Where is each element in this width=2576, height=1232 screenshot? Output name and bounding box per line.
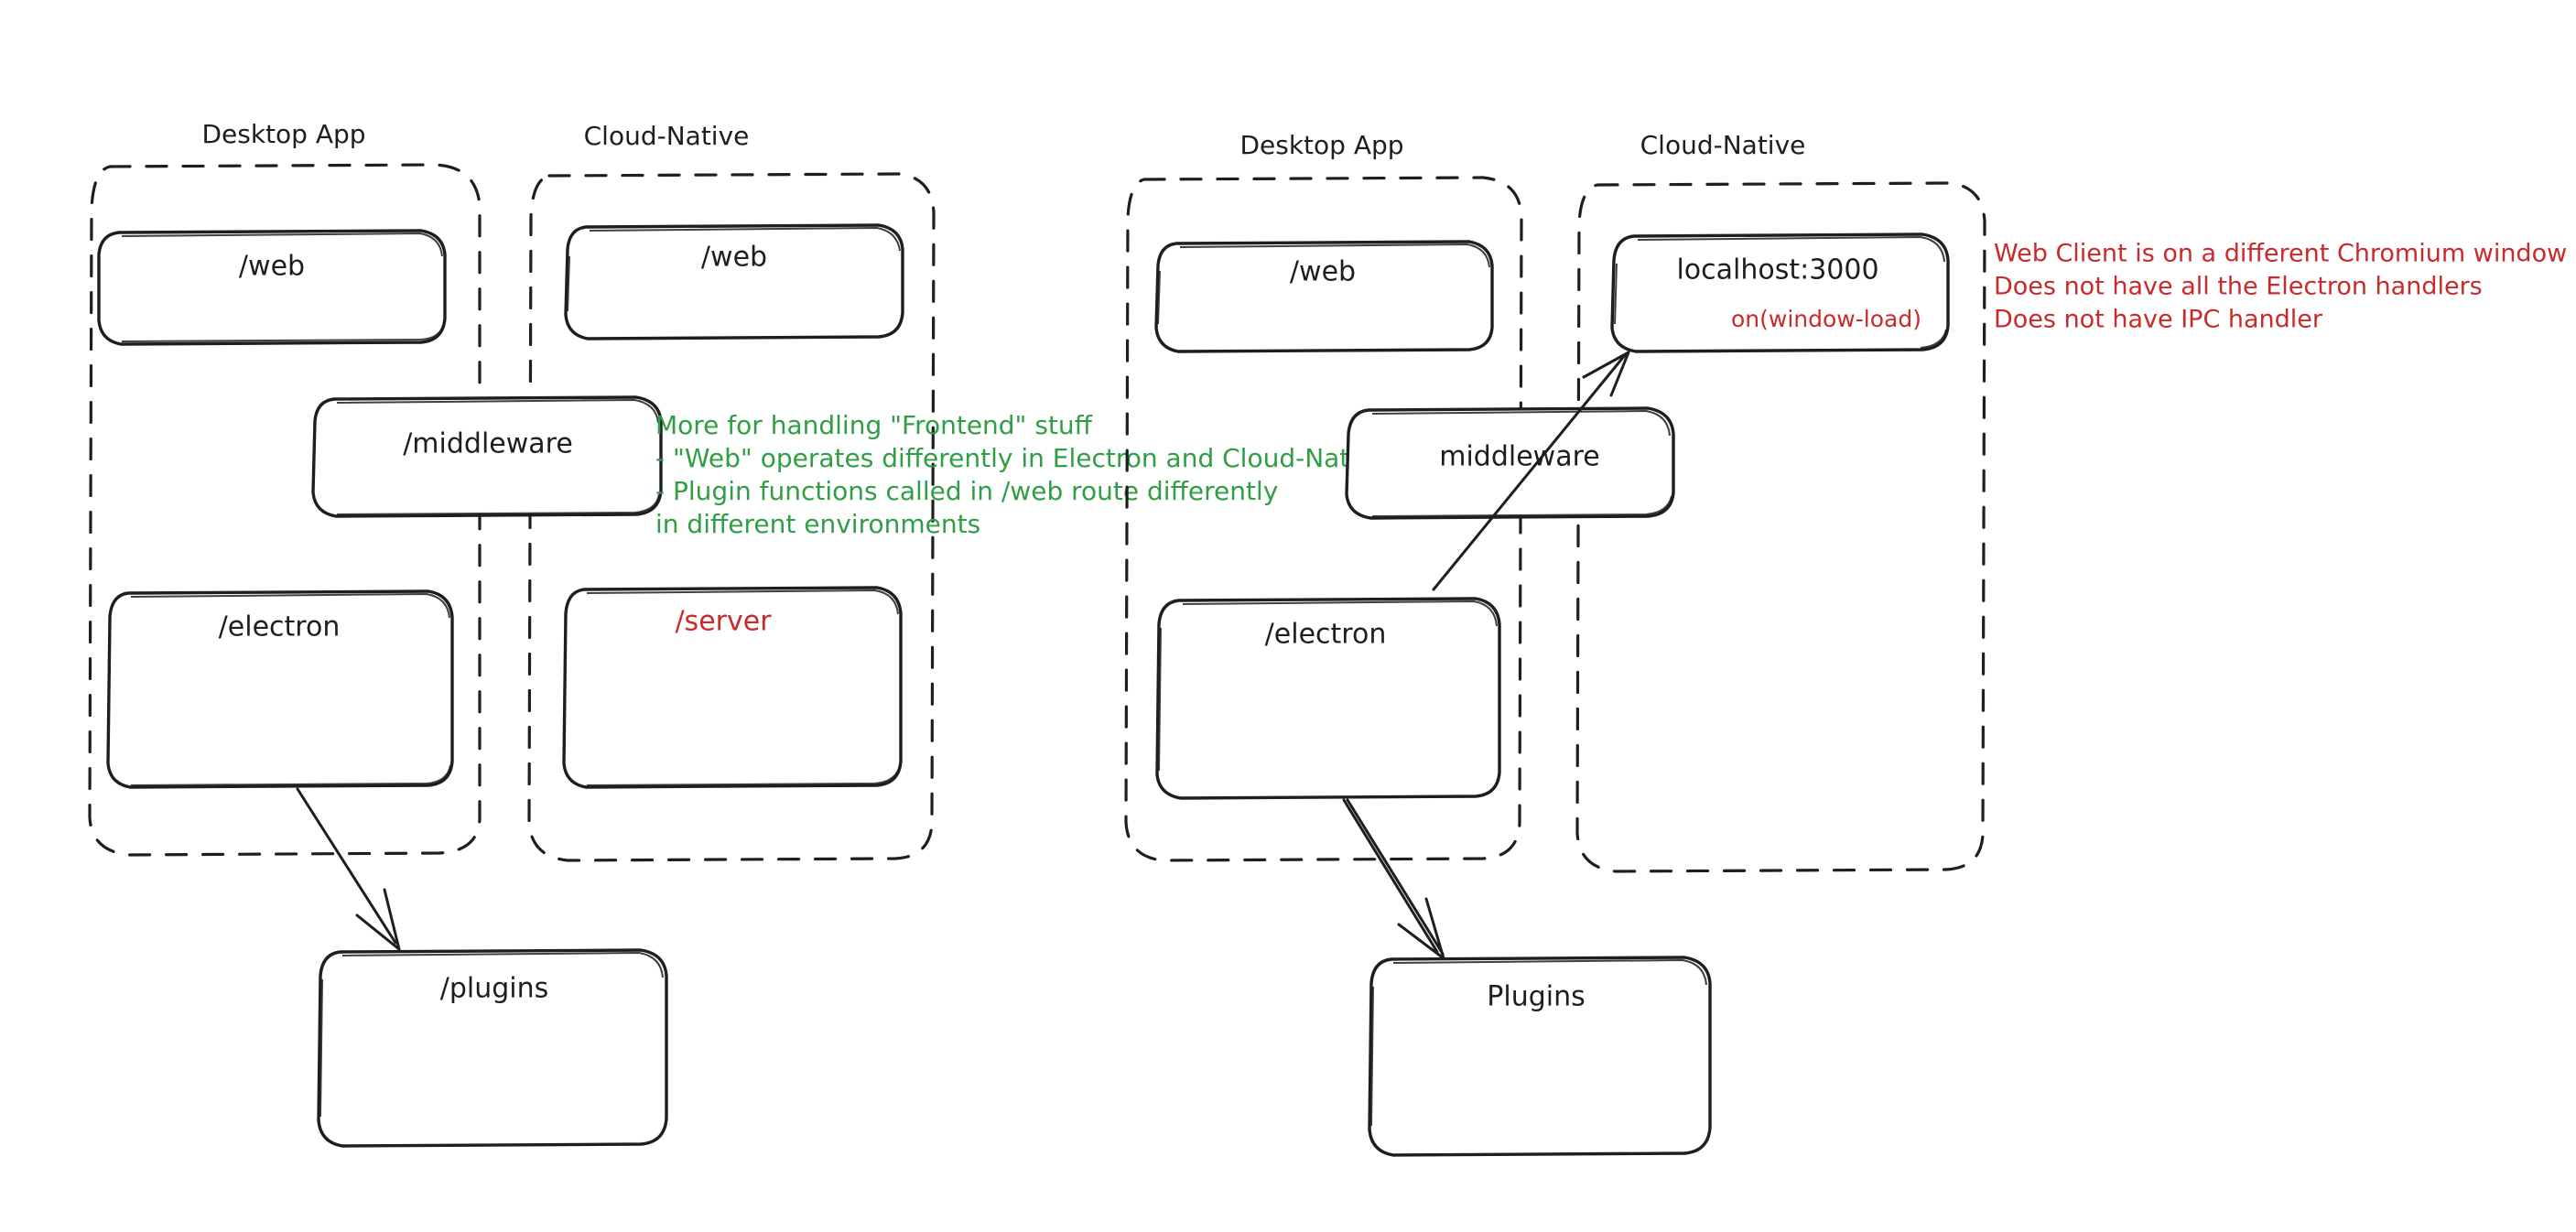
group-label-left-desktop: Desktop App: [201, 119, 365, 149]
node-right-desktop-web[interactable]: /web: [1154, 240, 1494, 353]
node-label: /web: [1290, 256, 1356, 288]
node-box-sketch-overlay: [1371, 410, 1672, 517]
node-box: [1345, 406, 1675, 520]
arrow-shaft: [1432, 353, 1627, 591]
arrow-head: [1582, 351, 1630, 397]
node-label: /middleware: [403, 428, 573, 460]
note-line-3: in different environments: [655, 509, 980, 539]
node-label: /web: [701, 242, 767, 274]
node-box: [1155, 597, 1501, 800]
arrow-shaft: [1342, 798, 1439, 954]
arrow-shaft-double: [1346, 798, 1445, 956]
node-label: /web: [239, 251, 305, 283]
node-box-sketch-overlay: [1614, 236, 1947, 349]
group-label-right-cloud: Cloud-Native: [1640, 130, 1806, 160]
note-line-1: Does not have all the Electron handlers: [1994, 273, 2483, 301]
note-line-1: - "Web" operates differently in Electron…: [655, 443, 1388, 473]
node-box: [1610, 232, 1950, 353]
node-left-middleware[interactable]: /middleware: [311, 395, 663, 518]
node-box-sketch-overlay: [1370, 959, 1707, 1127]
arrow-left-electron-to-plugins: [296, 787, 401, 951]
group-label-left-cloud: Cloud-Native: [584, 121, 750, 151]
node-box-sketch-overlay: [121, 232, 445, 342]
node-box-sketch-overlay: [567, 227, 901, 312]
node-left-cloud-web[interactable]: /web: [564, 223, 904, 340]
node-right-localhost[interactable]: localhost:3000 on(window-load): [1610, 232, 1950, 353]
group-right-desktop-app[interactable]: Desktop App: [1124, 130, 1523, 862]
annotation-red-note: Web Client is on a different Chromium wi…: [1994, 240, 2567, 334]
node-left-plugins[interactable]: /plugins: [317, 948, 668, 1148]
arrow-right-electron-to-localhost: [1432, 351, 1630, 591]
arrow-head: [1397, 897, 1445, 960]
node-box: [562, 586, 903, 789]
arrow-right-electron-to-plugins: [1342, 798, 1445, 960]
group-right-cloud-native[interactable]: Cloud-Native: [1575, 130, 1986, 873]
node-label: middleware: [1439, 441, 1600, 473]
node-box-sketch-overlay: [319, 952, 664, 1118]
note-line-2: - Plugin functions called in /web route …: [655, 476, 1278, 506]
node-sublabel: on(window-load): [1731, 306, 1921, 332]
node-right-desktop-electron[interactable]: /electron: [1155, 597, 1501, 800]
dashed-container-outline: [1575, 181, 1986, 873]
node-label: localhost:3000: [1676, 254, 1878, 286]
group-label-right-desktop: Desktop App: [1239, 130, 1403, 160]
node-right-plugins[interactable]: Plugins: [1368, 956, 1712, 1157]
annotation-green-note: More for handling "Frontend" stuff - "We…: [655, 410, 1388, 539]
node-box: [97, 229, 447, 346]
node-box-sketch-overlay: [1158, 600, 1498, 772]
dashed-container-outline: [1124, 176, 1523, 862]
note-line-0: More for handling "Frontend" stuff: [655, 410, 1093, 440]
dashed-container-outline: [527, 172, 936, 862]
node-box: [317, 948, 668, 1148]
node-box-sketch-overlay: [586, 589, 901, 786]
node-box-sketch-overlay: [130, 593, 451, 786]
note-line-0: Web Client is on a different Chromium wi…: [1994, 240, 2567, 268]
node-box-sketch-overlay: [336, 399, 660, 515]
node-box: [311, 395, 663, 518]
arrow-head: [355, 888, 401, 951]
node-box: [564, 223, 904, 340]
group-left-cloud-native[interactable]: Cloud-Native: [527, 121, 936, 862]
node-box: [1154, 240, 1494, 353]
node-right-middleware[interactable]: middleware: [1345, 406, 1675, 520]
node-left-cloud-server[interactable]: /server: [562, 586, 903, 789]
node-left-desktop-web[interactable]: /web: [97, 229, 447, 346]
node-box: [1368, 956, 1712, 1157]
dashed-container-outline: [88, 163, 482, 857]
node-box: [106, 589, 454, 789]
node-label: Plugins: [1487, 981, 1585, 1013]
node-label: /electron: [1265, 619, 1387, 651]
node-label: /electron: [219, 611, 341, 643]
node-left-desktop-electron[interactable]: /electron: [106, 589, 454, 789]
node-box-sketch-overlay: [1157, 243, 1490, 325]
node-label: /server: [675, 606, 772, 638]
group-left-desktop-app[interactable]: Desktop App: [88, 119, 482, 857]
note-line-2: Does not have IPC handler: [1994, 306, 2323, 334]
arrow-shaft: [296, 787, 397, 945]
node-label: /plugins: [440, 973, 549, 1005]
